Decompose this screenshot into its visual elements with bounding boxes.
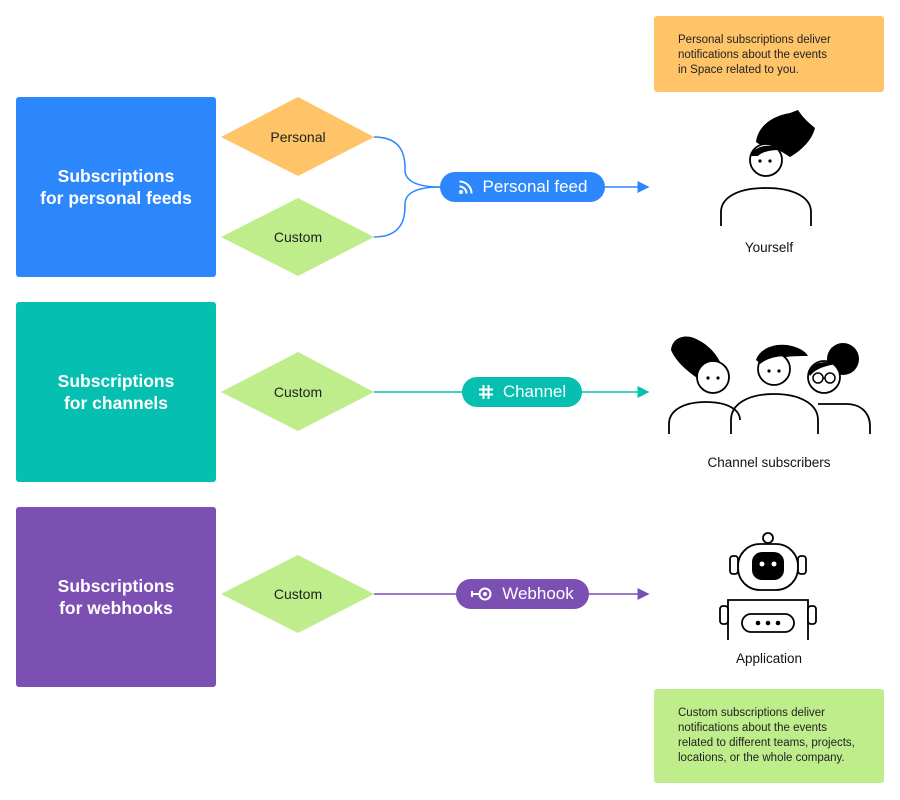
note-line: in Space related to you. — [678, 64, 799, 76]
webhook-label: Webhook — [502, 584, 574, 603]
connector-custom-feed — [373, 186, 441, 238]
note-line: locations, or the whole company. — [678, 752, 845, 764]
channel-label: Channel — [502, 382, 567, 401]
personal-feed-pill: Personal feed — [440, 172, 605, 202]
hash-icon — [478, 384, 494, 400]
category-title-line: for webhooks — [59, 598, 173, 618]
recipient-application-label: Application — [735, 651, 803, 666]
webhook-pill: Webhook — [456, 579, 589, 609]
yourself-illustration — [720, 110, 815, 226]
diamond-custom-feed — [221, 198, 374, 276]
category-title-line: for personal feeds — [40, 188, 192, 208]
webhook-icon — [471, 586, 493, 602]
diamond-custom-channel — [221, 352, 374, 431]
channel-subscribers-illustration — [668, 336, 871, 434]
category-webhooks: Subscriptions for webhooks — [16, 507, 216, 687]
diamond-custom-feed-label: Custom — [273, 229, 323, 245]
connector-personal — [373, 136, 441, 188]
note-line: related to different teams, projects, — [678, 737, 855, 749]
rss-icon — [458, 179, 474, 195]
note-line: notifications about the events — [678, 722, 827, 734]
diamond-custom-webhook — [221, 555, 374, 633]
diamond-custom-webhook-label: Custom — [273, 586, 323, 602]
custom-subscriptions-note: Custom subscriptions deliver notificatio… — [654, 689, 884, 783]
category-channels: Subscriptions for channels — [16, 302, 216, 482]
category-personal-feeds: Subscriptions for personal feeds — [16, 97, 216, 277]
category-title-line: for channels — [63, 393, 169, 413]
recipient-yourself-label: Yourself — [744, 240, 794, 255]
personal-feed-label: Personal feed — [482, 177, 588, 196]
personal-subscriptions-note: Personal subscriptions deliver notificat… — [654, 16, 884, 92]
diamond-personal-label: Personal — [270, 129, 326, 145]
application-illustration — [719, 532, 817, 640]
note-line: Personal subscriptions deliver — [678, 34, 831, 46]
category-title-line: Subscriptions — [57, 166, 175, 186]
category-title-line: Subscriptions — [57, 576, 175, 596]
recipient-channel-subscribers-label: Channel subscribers — [707, 455, 831, 470]
diamond-custom-channel-label: Custom — [273, 384, 323, 400]
note-line: notifications about the events — [678, 49, 827, 61]
note-line: Custom subscriptions deliver — [678, 707, 826, 719]
channel-pill: Channel — [462, 377, 582, 407]
diamond-personal — [221, 97, 374, 176]
category-title-line: Subscriptions — [57, 371, 175, 391]
